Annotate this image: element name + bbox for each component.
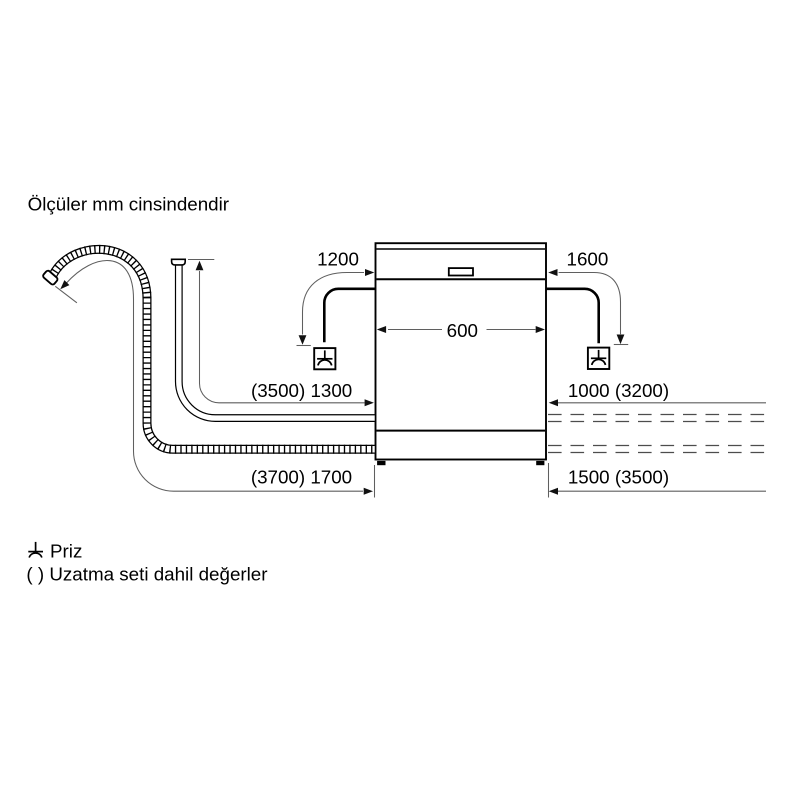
svg-text:1600: 1600 bbox=[567, 249, 609, 270]
svg-text:(3500) 1300: (3500) 1300 bbox=[251, 380, 352, 401]
svg-text:( ) Uzatma seti dahil değerler: ( ) Uzatma seti dahil değerler bbox=[26, 564, 267, 585]
svg-text:Ölçüler mm cinsindendir: Ölçüler mm cinsindendir bbox=[28, 193, 229, 214]
svg-text:(3700) 1700: (3700) 1700 bbox=[251, 466, 352, 487]
svg-text:Priz: Priz bbox=[50, 541, 82, 562]
svg-text:1500 (3500): 1500 (3500) bbox=[568, 466, 669, 487]
svg-text:1000 (3200): 1000 (3200) bbox=[568, 380, 669, 401]
svg-text:1200: 1200 bbox=[317, 249, 359, 270]
svg-text:600: 600 bbox=[447, 320, 478, 341]
